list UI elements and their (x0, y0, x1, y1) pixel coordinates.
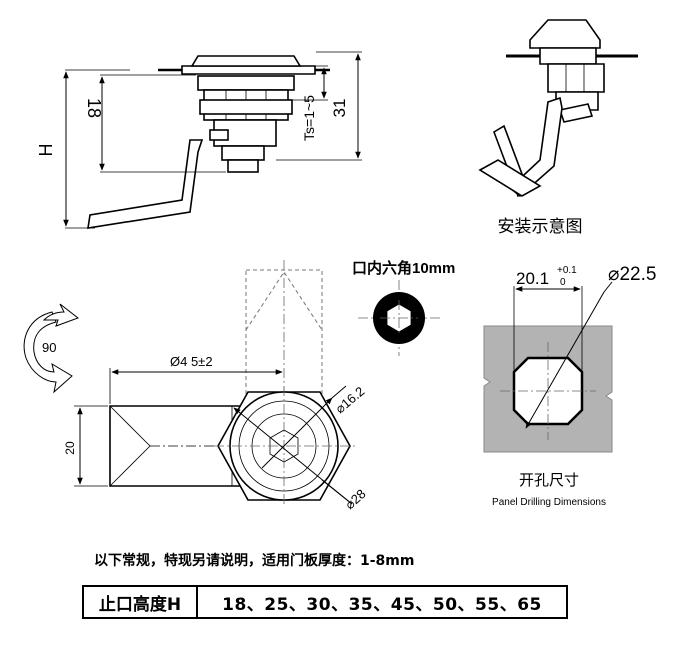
height-table-values: 18、25、30、35、45、50、55、65 (222, 594, 542, 615)
dim-28-label: ⌀28 (342, 486, 369, 512)
drilling-caption-cn: 开孔尺寸 (519, 472, 579, 489)
thickness-note: 以下常规，特现另请说明，适用门板厚度：1-8mm (94, 553, 415, 569)
dim-31-label: 31 (330, 99, 349, 118)
dim-width-tol-upper: +0.1 (557, 265, 577, 276)
install-caption: 安装示意图 (498, 217, 583, 236)
rotation-label: 90 (42, 340, 56, 355)
dim-ts-label: Ts=1~5 (301, 95, 317, 141)
height-table: 止口高度H 18、25、30、35、45、50、55、65 (82, 585, 568, 619)
dim-h-label: H (36, 144, 56, 157)
dim-width-tol-lower: 0 (560, 277, 566, 288)
drilling-caption-en: Panel Drilling Dimensions (492, 497, 606, 508)
panel-drilling: 20.1 +0.1 0 ⌀22.5 开孔尺寸 Panel Drilling Di… (483, 264, 656, 508)
front-view: 90 Ø4 5±2 20 ⌀16.2 ⌀28 (23, 260, 369, 512)
hex-socket-label: 口内六角10mm (352, 259, 455, 277)
dim-length-label: Ø4 5±2 (170, 354, 213, 369)
install-illustration: 安装示意图 (478, 19, 638, 236)
dim-diameter-label: ⌀22.5 (608, 264, 656, 285)
rotation-arrow-icon (23, 311, 73, 394)
dim-16-label: ⌀16.2 (332, 384, 367, 417)
hex-socket-symbol: 口内六角10mm (352, 259, 455, 356)
height-table-label: 止口高度H (84, 587, 198, 617)
dim-18-label: 18 (84, 98, 104, 118)
dim-20-label: 20 (63, 441, 77, 455)
dim-width-label: 20.1 (516, 269, 549, 288)
side-view: H 18 Ts=1~5 31 (36, 51, 362, 229)
